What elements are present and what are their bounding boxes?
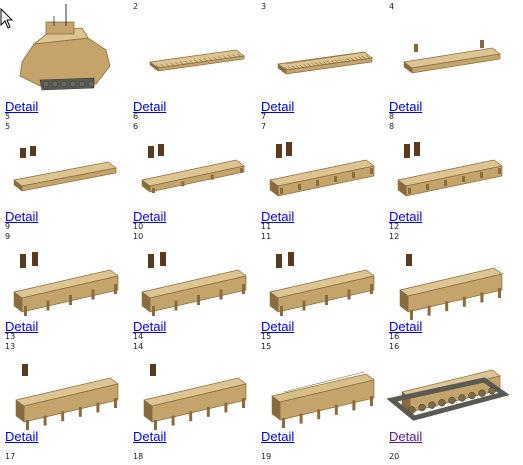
part-drawing: [141, 144, 245, 193]
step-number: 2: [133, 2, 139, 11]
instruction-step-cell: Detail: [0, 0, 126, 114]
detail-link[interactable]: Detail: [133, 209, 167, 224]
detail-link[interactable]: Detail: [5, 99, 39, 114]
step-number: 16: [389, 332, 400, 341]
step-thumbnail[interactable]: [128, 330, 254, 430]
step-number-below-link: 16: [389, 342, 400, 351]
step-thumbnail[interactable]: [256, 0, 382, 100]
step-thumbnail[interactable]: [0, 330, 126, 430]
step-number-below-link: 11: [261, 232, 272, 241]
detail-link[interactable]: Detail: [389, 319, 423, 334]
mouse-pointer-icon: [0, 8, 14, 29]
step-number-below-link: 9: [5, 232, 11, 241]
detail-link[interactable]: Detail: [261, 429, 295, 444]
detail-link[interactable]: Detail: [5, 319, 39, 334]
step-thumbnail[interactable]: [384, 110, 510, 210]
step-thumbnail[interactable]: [0, 110, 126, 210]
step-number: 15: [261, 332, 272, 341]
step-thumbnail[interactable]: [0, 0, 126, 100]
step-thumbnail[interactable]: [256, 330, 382, 430]
step-number-below-link: 18: [133, 452, 144, 461]
step-thumbnail[interactable]: [256, 110, 382, 210]
step-number: 14: [133, 332, 144, 341]
detail-link[interactable]: Detail: [133, 319, 167, 334]
step-number: 13: [5, 332, 16, 341]
detail-link[interactable]: Detail: [389, 99, 423, 114]
step-number: 12: [389, 222, 400, 231]
detail-link[interactable]: Detail: [133, 429, 167, 444]
part-drawing: [269, 252, 375, 316]
step-number-below-link: 19: [261, 452, 272, 461]
part-drawing: [269, 142, 375, 197]
step-number: 8: [389, 112, 395, 121]
step-number-below-link: 6: [133, 122, 139, 131]
part-drawing: [13, 252, 119, 316]
detail-link[interactable]: Detail: [5, 429, 39, 444]
step-number-below-link: 10: [133, 232, 144, 241]
step-number: 10: [133, 222, 144, 231]
step-number-below-link: 7: [261, 122, 267, 131]
step-thumbnail[interactable]: [384, 220, 510, 320]
detail-link[interactable]: Detail: [133, 99, 167, 114]
step-number-below-link: 5: [5, 122, 11, 131]
part-drawing: [149, 49, 245, 72]
detail-link[interactable]: Detail: [5, 209, 39, 224]
part-drawing: [15, 364, 119, 430]
part-drawing: [386, 369, 510, 421]
part-drawing: [277, 51, 373, 75]
part-drawing: [141, 252, 247, 316]
step-number-below-link: 13: [5, 342, 16, 351]
step-thumbnail[interactable]: [128, 110, 254, 210]
step-number: 7: [261, 112, 267, 121]
step-number: 9: [5, 222, 11, 231]
detail-link[interactable]: Detail: [261, 319, 295, 334]
part-drawing: [13, 146, 117, 192]
step-thumbnail[interactable]: [384, 330, 510, 430]
part-drawing: [143, 364, 247, 430]
step-number: 5: [5, 112, 11, 121]
step-thumbnail[interactable]: [384, 0, 510, 100]
step-thumbnail[interactable]: [128, 220, 254, 320]
step-thumbnail[interactable]: [0, 220, 126, 320]
step-thumbnail[interactable]: [128, 0, 254, 100]
detail-link[interactable]: Detail: [389, 429, 423, 444]
step-thumbnail[interactable]: [256, 220, 382, 320]
step-number-below-link: 17: [5, 452, 16, 461]
step-number: 11: [261, 222, 272, 231]
detail-link[interactable]: Detail: [261, 99, 295, 114]
part-drawing: [397, 142, 503, 197]
detail-link[interactable]: Detail: [261, 209, 295, 224]
step-number: 6: [133, 112, 139, 121]
step-number-below-link: 8: [389, 122, 395, 131]
step-number: 3: [261, 2, 267, 11]
step-number: 4: [389, 2, 395, 11]
step-number-below-link: 14: [133, 342, 144, 351]
part-drawing: [19, 4, 111, 91]
step-number-below-link: 15: [261, 342, 272, 351]
step-number-below-link: 12: [389, 232, 400, 241]
part-drawing: [271, 371, 375, 428]
part-drawing: [399, 254, 503, 320]
step-number-below-link: 20: [389, 452, 400, 461]
detail-link[interactable]: Detail: [389, 209, 423, 224]
part-drawing: [403, 40, 501, 74]
